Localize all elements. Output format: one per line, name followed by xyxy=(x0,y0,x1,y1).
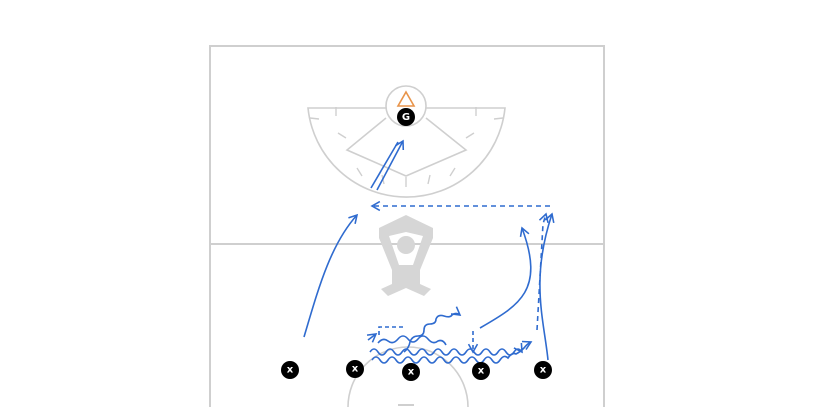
shot-line-b xyxy=(376,139,405,191)
field-boundary xyxy=(209,45,605,407)
player-marker[interactable]: x xyxy=(402,363,420,381)
goalie-marker[interactable]: G xyxy=(397,108,415,126)
dodge-path-2 xyxy=(371,340,533,364)
player-marker[interactable]: x xyxy=(281,361,299,379)
dodge-path-4 xyxy=(377,335,447,346)
pass-line-bracket-arrow xyxy=(366,333,378,343)
cut-path-right xyxy=(539,212,555,361)
goal-area-arc xyxy=(307,107,506,198)
goalie-label: G xyxy=(402,112,410,123)
fan-line-left xyxy=(345,117,468,177)
cone-triangle-icon xyxy=(396,90,416,107)
dodge-path-3 xyxy=(403,306,462,353)
cut-path-center xyxy=(479,226,532,329)
player-label: x xyxy=(478,366,485,377)
player-label: x xyxy=(287,365,294,376)
pass-line-bracket xyxy=(378,326,404,335)
lacrosse-logo-icon xyxy=(379,215,433,296)
player-label: x xyxy=(540,365,547,376)
player-label: x xyxy=(408,367,415,378)
dodge-path-1 xyxy=(369,342,523,356)
cut-path-left xyxy=(303,213,359,338)
player-label: x xyxy=(352,364,359,375)
player-marker[interactable]: x xyxy=(472,362,490,380)
player-marker[interactable]: x xyxy=(346,360,364,378)
player-marker[interactable]: x xyxy=(534,361,552,379)
movement-paths xyxy=(303,139,555,364)
shot-line-a xyxy=(370,141,399,189)
